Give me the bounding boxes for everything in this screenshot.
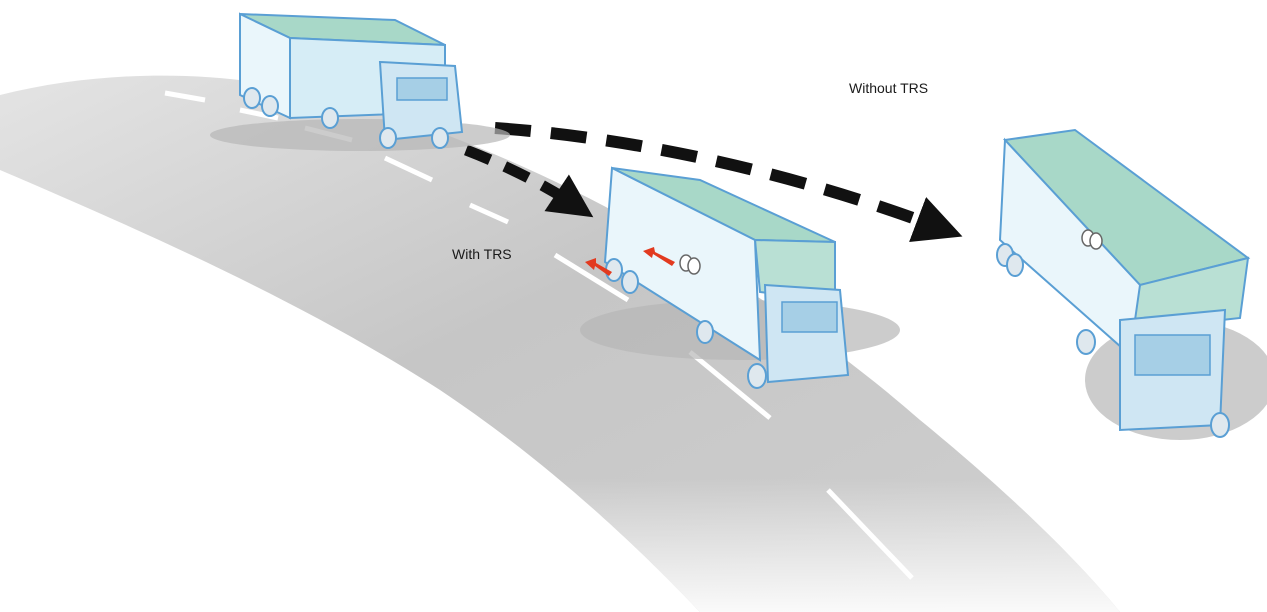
with-trs-label: With TRS: [452, 246, 512, 262]
truck-shadow: [210, 119, 510, 151]
cab-windshield: [782, 302, 837, 332]
road: [0, 76, 1120, 612]
cab: [765, 285, 848, 382]
without-trs-label: Without TRS: [849, 80, 928, 96]
truck-without-trs: [997, 130, 1267, 440]
road-fade: [0, 76, 1120, 612]
cab-windshield: [1135, 335, 1210, 375]
cab-windshield: [397, 78, 447, 100]
truck-origin: [210, 14, 510, 151]
